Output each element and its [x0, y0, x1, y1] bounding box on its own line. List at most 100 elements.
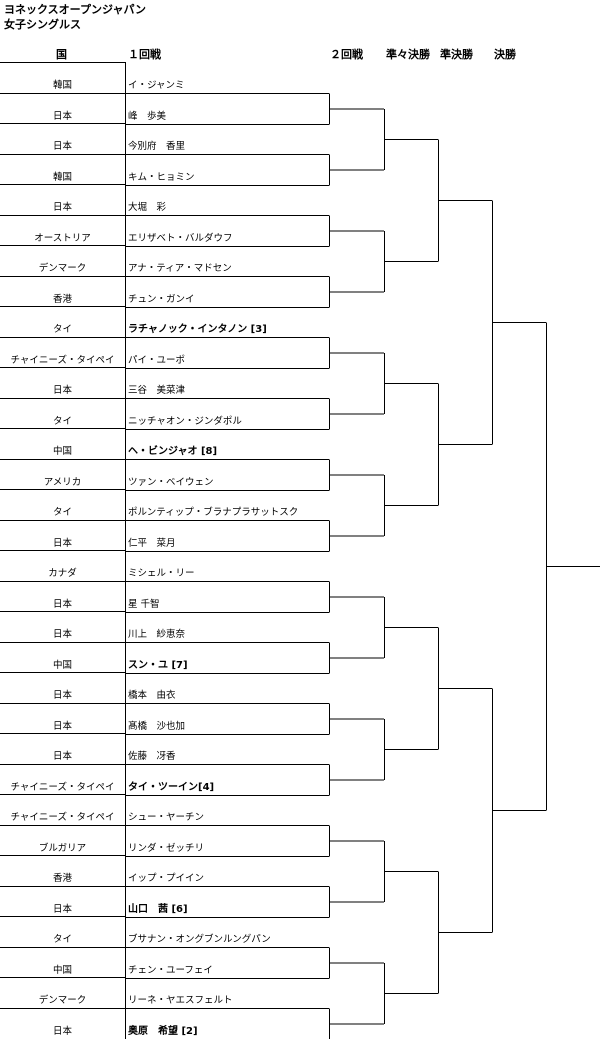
row-divider [0, 947, 125, 948]
row-divider [0, 367, 125, 368]
country-cell: 日本 [52, 721, 72, 732]
player-name: キム・ヒョミン [128, 172, 195, 183]
row-divider [0, 733, 125, 734]
country-cell: 中国 [52, 446, 72, 457]
country-cell: 日本 [52, 599, 72, 610]
player-name: リンダ・ゼッチリ [128, 843, 205, 854]
player-name: パイ・ユーポ [128, 355, 186, 366]
row-divider [0, 581, 125, 582]
player-name: 星 千智 [128, 599, 160, 610]
player-name: イ・ジャンミ [128, 80, 185, 91]
row-divider [0, 520, 125, 521]
player-name: ツァン・ベイウェン [128, 477, 214, 488]
tournament-title: ヨネックスオープンジャパン [4, 3, 147, 16]
player-name: アナ・ティア・マドセン [128, 263, 232, 274]
row-divider [0, 459, 125, 460]
header-semifinal: 準決勝 [440, 48, 473, 61]
country-cell: チャイニーズ・タイペイ [10, 812, 115, 823]
seeded-player-name: 奥原 希望 [2] [128, 1026, 198, 1037]
country-cell: 日本 [52, 202, 72, 213]
row-divider [0, 611, 125, 612]
country-cell: 韓国 [52, 172, 72, 183]
row-divider [0, 1008, 125, 1009]
country-cell: 日本 [52, 690, 72, 701]
player-name: 今別府 香里 [128, 141, 186, 152]
player-name: 仁平 菜月 [128, 538, 176, 549]
header-country: 国 [56, 48, 67, 61]
row-divider [0, 245, 125, 246]
row-divider [0, 123, 125, 124]
row-divider [0, 93, 125, 94]
player-name: シュー・ヤーチン [128, 812, 205, 823]
country-cell: 日本 [52, 751, 72, 762]
player-name: ポルンティップ・ブラナプラサットスク [128, 507, 299, 518]
country-cell: カナダ [48, 568, 77, 579]
row-divider [0, 337, 125, 338]
row-divider [0, 703, 125, 704]
header-round2: ２回戦 [330, 48, 363, 61]
player-name: 川上 紗恵奈 [128, 629, 186, 640]
country-cell: 日本 [52, 111, 72, 122]
column-separator [125, 62, 126, 1039]
row-divider [0, 672, 125, 673]
row-divider [0, 550, 125, 551]
country-cell: 日本 [52, 385, 72, 396]
row-divider [0, 428, 125, 429]
player-name: 大堀 彩 [128, 202, 167, 213]
seeded-player-name: ヘ・ビンジャオ [8] [128, 446, 218, 457]
country-cell: 日本 [52, 904, 72, 915]
country-cell: チャイニーズ・タイペイ [10, 782, 115, 793]
row-divider [0, 215, 125, 216]
country-cell: タイ [52, 416, 72, 427]
player-name: 橋本 由衣 [128, 690, 176, 701]
row-divider [0, 764, 125, 765]
country-cell: タイ [52, 934, 72, 945]
country-cell: 韓国 [52, 80, 72, 91]
row-divider [0, 489, 125, 490]
seeded-player-name: ラチャノック・インタノン [3] [128, 324, 267, 335]
country-cell: 日本 [52, 538, 72, 549]
row-divider [0, 916, 125, 917]
country-cell: チャイニーズ・タイペイ [10, 355, 115, 366]
country-cell: タイ [52, 324, 72, 335]
player-name: ニッチャオン・ジンダポル [128, 416, 242, 427]
player-name: ミシェル・リー [128, 568, 195, 579]
player-name: 佐藤 冴香 [128, 751, 176, 762]
header-final: 決勝 [494, 48, 516, 61]
player-name: ブサナン・オングブンルングパン [128, 934, 271, 945]
event-title: 女子シングルス [4, 18, 81, 31]
seeded-player-name: タイ・ツーイン[4] [128, 782, 215, 793]
country-cell: 日本 [52, 629, 72, 640]
country-cell: 香港 [52, 873, 72, 884]
row-divider [0, 794, 125, 795]
header-round1: １回戦 [128, 48, 161, 61]
country-cell: デンマーク [38, 995, 87, 1006]
row-divider [0, 977, 125, 978]
country-cell: 日本 [52, 1026, 72, 1037]
player-name: 髙橋 沙也加 [128, 721, 186, 732]
country-cell: デンマーク [38, 263, 87, 274]
player-name: イップ・プイイン [128, 873, 205, 884]
country-cell: タイ [52, 507, 72, 518]
country-cell: アメリカ [43, 477, 82, 488]
seeded-player-name: 山口 茜 [6] [128, 904, 188, 915]
country-cell: 日本 [52, 141, 72, 152]
row-divider [0, 276, 125, 277]
player-name: リーネ・ヤエスフェルト [128, 995, 233, 1006]
player-name: チェン・ユーフェイ [128, 965, 213, 976]
row-divider [0, 398, 125, 399]
row-divider [0, 886, 125, 887]
country-cell: オーストリア [34, 233, 91, 244]
country-cell: ブルガリア [38, 843, 87, 854]
row-divider [0, 306, 125, 307]
player-name: エリザベト・バルダウフ [128, 233, 233, 244]
player-name: 峰 歩美 [128, 111, 167, 122]
row-divider [0, 154, 125, 155]
row-divider [0, 184, 125, 185]
country-cell: 香港 [52, 294, 72, 305]
player-name: チュン・ガンイ [128, 294, 195, 305]
row-divider [0, 855, 125, 856]
row-divider [0, 62, 125, 63]
country-cell: 中国 [52, 965, 72, 976]
